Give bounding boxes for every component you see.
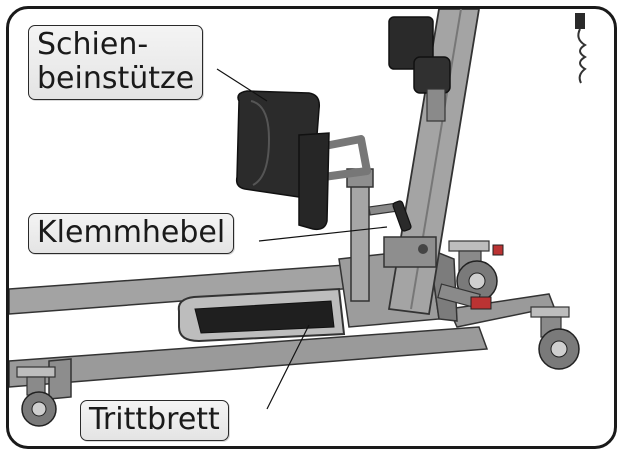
leader-klemmhebel (258, 226, 388, 242)
illustration-frame (6, 6, 617, 449)
label-klemmhebel: Klemmhebel (28, 213, 235, 254)
mast-bracket (383, 236, 437, 268)
shin-support-column (350, 180, 370, 302)
lift-motor (388, 16, 451, 122)
leader-trittbrett (266, 324, 310, 410)
front-base-leg (9, 326, 489, 388)
label-trittbrett: Trittbrett (80, 400, 229, 441)
label-schienbeinstuetze: Schien- beinstütze (28, 25, 204, 100)
leader-schienbeinstuetze (216, 68, 268, 102)
patient-lift-illustration (9, 9, 587, 427)
caster-left (16, 366, 57, 427)
caster-right (530, 306, 580, 370)
left-crossbar (48, 358, 72, 400)
footplate (177, 287, 346, 343)
hand-control (575, 13, 587, 84)
clamp-lever (368, 200, 412, 232)
shin-pads (235, 90, 330, 231)
